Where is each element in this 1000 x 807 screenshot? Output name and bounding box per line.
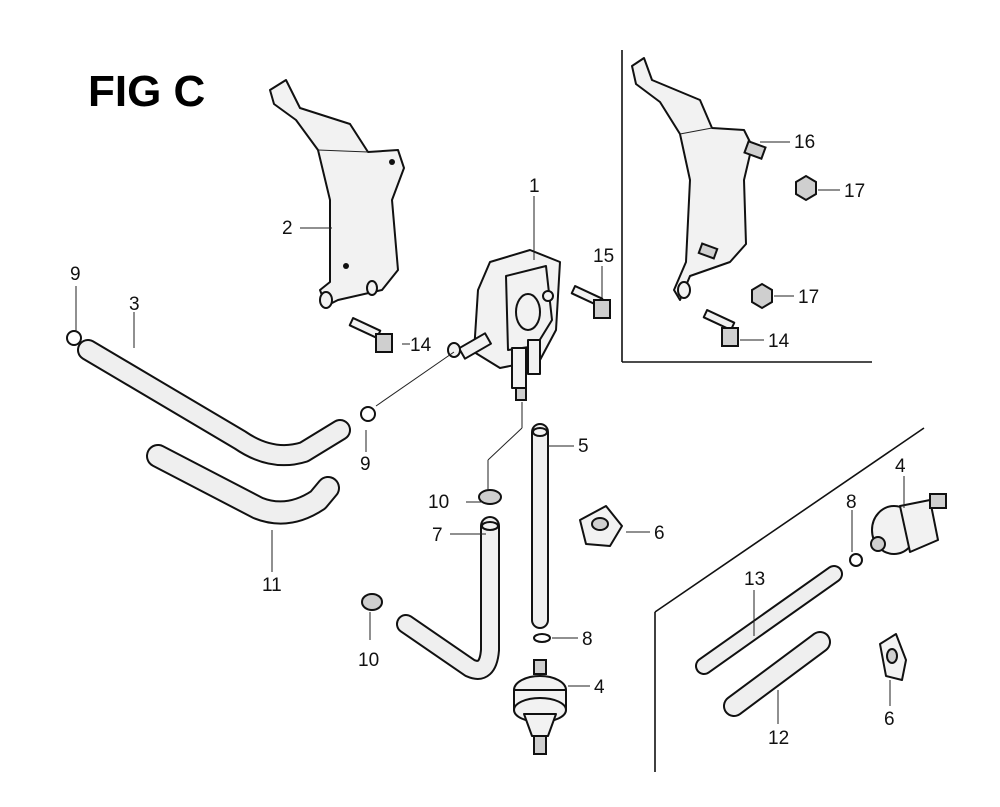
clamp-part-10-lower: [361, 593, 383, 611]
clamp-part-10-upper: [478, 489, 502, 505]
bolt-part-14-inset: [702, 309, 739, 347]
callout-13: 13: [744, 569, 765, 590]
hose-part-3: [77, 339, 351, 467]
callout-1: 1: [529, 176, 540, 197]
hose-part-11: [146, 444, 340, 525]
callout-15: 15: [593, 246, 614, 267]
clamp-part-9-left: [66, 330, 82, 346]
figure-title: FIG C: [88, 67, 205, 116]
callout-8-center: 8: [582, 629, 593, 650]
callout-14-left: 14: [410, 335, 432, 356]
clip-part-8-center: [533, 633, 551, 643]
grommet-part-6-inset: [879, 633, 907, 681]
fuel-filter-part-4-inset: [870, 493, 947, 555]
callout-8-inset: 8: [846, 492, 857, 513]
callout-4-center: 4: [594, 677, 605, 698]
bracket-part-2: [269, 79, 405, 309]
callout-11: 11: [262, 575, 282, 596]
nut-part-17-lower: [751, 282, 773, 310]
callout-17-lower: 17: [798, 287, 819, 308]
clamp-part-9-center: [360, 406, 376, 422]
inset-frame-top-right: [621, 50, 872, 363]
callout-2: 2: [282, 218, 293, 239]
callout-10-upper: 10: [428, 492, 449, 513]
bolt-part-15: [570, 285, 611, 319]
callout-9-left: 9: [70, 264, 81, 285]
callout-14-inset: 14: [768, 331, 790, 352]
hose-part-7: [396, 516, 500, 680]
leader-lines: [75, 141, 905, 724]
callout-16: 16: [794, 132, 815, 153]
fuel-pump-part-1: [447, 249, 561, 401]
callout-10-lower: 10: [358, 650, 379, 671]
callout-5: 5: [578, 436, 589, 457]
callout-4-inset: 4: [895, 456, 906, 477]
callout-17-upper: 17: [844, 181, 865, 202]
inset-frame-bottom-right: [654, 427, 925, 772]
callout-6-center: 6: [654, 523, 665, 544]
grommet-part-6-center: [579, 505, 623, 547]
callout-9-center: 9: [360, 454, 371, 475]
clip-part-8-inset: [849, 553, 863, 567]
bolt-part-14-left: [348, 317, 393, 353]
callout-labels: 1 2 3 4 4 5 6 6 7 8 8 9 9 10 10 11 12 13…: [70, 132, 906, 749]
nut-part-17-upper: [795, 174, 817, 202]
callout-7: 7: [432, 525, 443, 546]
hose-part-13: [695, 565, 843, 675]
callout-3: 3: [129, 294, 140, 315]
hose-part-5: [531, 423, 549, 629]
bracket-part-16: [631, 57, 767, 301]
callout-12: 12: [768, 728, 789, 749]
hose-part-12: [723, 631, 831, 717]
callout-6-inset: 6: [884, 709, 895, 730]
fuel-filter-part-4-center: [513, 659, 567, 755]
